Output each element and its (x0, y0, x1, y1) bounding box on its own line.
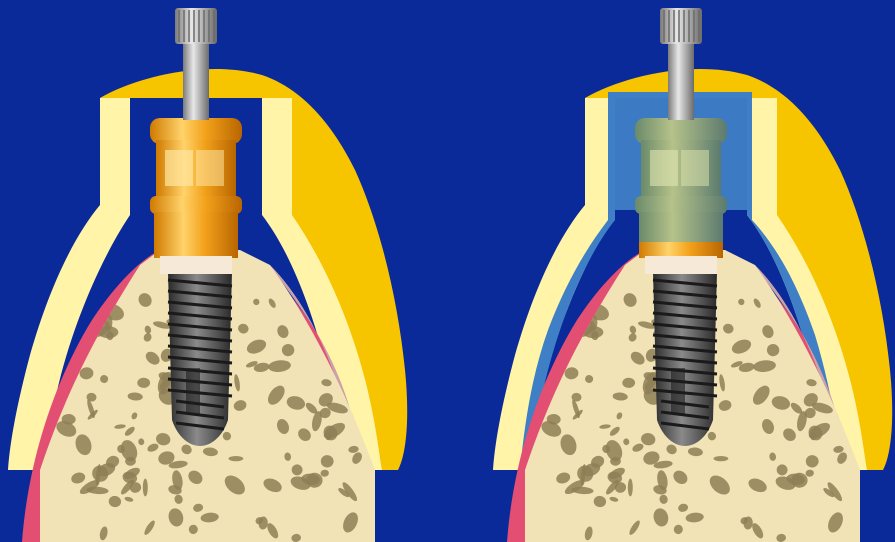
trabecula-cell (229, 456, 244, 461)
impression-coping-embedded (635, 118, 727, 274)
guide-pin-screw (175, 8, 217, 120)
trabecula-cell (565, 312, 575, 320)
trabecula-cell (628, 479, 633, 497)
trabecula-cell (80, 312, 90, 320)
impression-coping (150, 118, 242, 274)
trabecula-cell (143, 479, 148, 497)
implant-fixture (653, 272, 717, 446)
implant-fixture (168, 272, 232, 446)
left-panel-open-tray-coping (8, 8, 407, 542)
trabecula-cell (714, 456, 729, 461)
right-panel-impression-material-filled (493, 8, 892, 542)
